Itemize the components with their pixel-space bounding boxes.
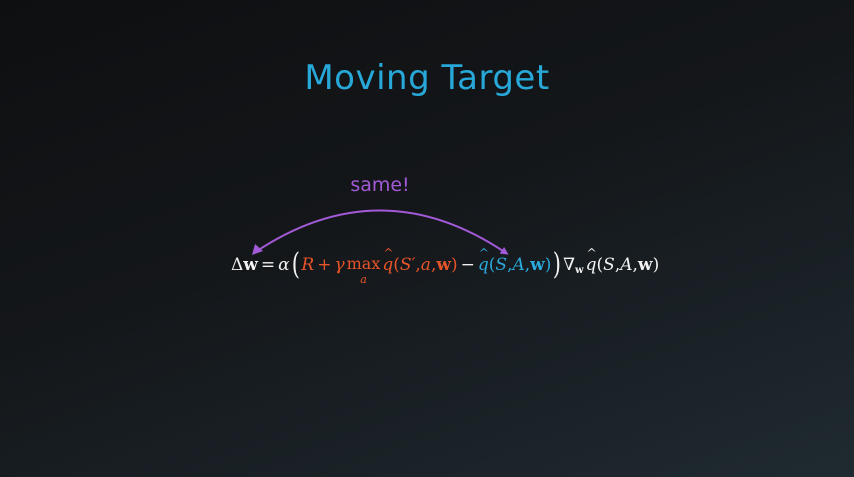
same-annotation-label: same! <box>350 174 410 196</box>
eq-close-paren: ) <box>553 247 562 282</box>
eq-q-hat-target: q <box>382 246 393 275</box>
eq-q1-w: w <box>436 255 451 275</box>
eq-lhs-w: w <box>243 255 258 275</box>
eq-nabla: ∇ <box>563 255 576 275</box>
eq-alpha: α <box>278 255 290 275</box>
eq-q3-s: S <box>603 255 615 275</box>
eq-q1-s-prime: S′ <box>399 255 416 275</box>
eq-q3-a: A <box>620 255 633 275</box>
eq-plus: + <box>317 255 332 275</box>
eq-max-word: max <box>346 253 381 273</box>
eq-q2-s: S <box>495 255 508 275</box>
eq-q2-w: w <box>530 255 545 275</box>
eq-q2-comma2: , <box>524 255 531 275</box>
eq-q2-open: ( <box>488 255 496 275</box>
eq-q3-w: w <box>637 255 653 275</box>
eq-q3-close: ) <box>652 255 660 275</box>
eq-q3-comma1: , <box>614 255 621 275</box>
eq-delta: Δ <box>231 255 244 275</box>
eq-max: max a <box>346 253 381 286</box>
eq-q1-open: ( <box>393 255 400 275</box>
eq-q3-comma2: , <box>632 255 638 275</box>
arrowhead-left <box>252 244 263 255</box>
eq-q1-comma1: , <box>415 255 421 275</box>
eq-minus: − <box>460 255 475 275</box>
eq-q-hat-gradient: q <box>586 246 597 275</box>
eq-open-paren: ( <box>291 247 300 282</box>
same-arc <box>253 209 509 255</box>
eq-gamma: γ <box>334 255 345 275</box>
eq-q-hat-estimate: q <box>478 246 489 275</box>
eq-nabla-sub: w <box>575 264 584 276</box>
eq-q2-a: A <box>512 255 525 275</box>
eq-q2-comma1: , <box>507 255 513 275</box>
eq-reward: R <box>301 255 315 275</box>
eq-q2-close: ) <box>544 255 552 275</box>
td-update-equation: Δ w = α ( R + γ max a q ( S′ , a , w ) −… <box>231 246 660 285</box>
slide-title: Moving Target <box>304 58 550 98</box>
eq-equals: = <box>260 255 276 275</box>
eq-max-sub: a <box>360 272 367 286</box>
eq-q1-close: ) <box>450 255 458 275</box>
eq-q1-comma2: , <box>430 255 437 275</box>
eq-q3-open: ( <box>596 255 604 275</box>
eq-q1-a: a <box>420 255 431 275</box>
